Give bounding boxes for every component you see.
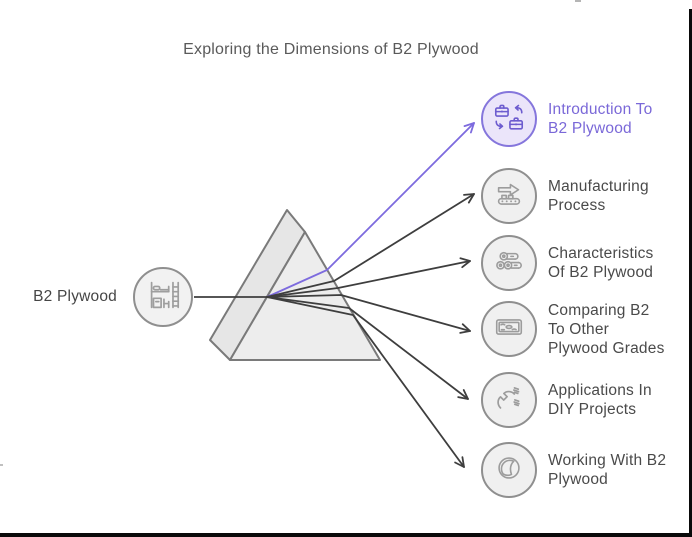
conveyor-arrow-icon (492, 177, 526, 216)
logs-icon (492, 244, 526, 283)
root-icon-circle (133, 267, 193, 327)
arrowhead (463, 122, 475, 134)
topic-label: Working With B2 Plywood (548, 452, 667, 488)
topic-label: Comparing B2 To Other Plywood Grades (548, 301, 665, 357)
topic-item-comparing: Comparing B2 To Other Plywood Grades (481, 300, 665, 358)
topic-icon-circle (481, 301, 537, 357)
ray-working (266, 296, 465, 468)
topic-label: Applications In DIY Projects (548, 382, 652, 418)
briefcase-swap-icon (492, 100, 526, 139)
ray-comparing (266, 294, 471, 334)
window-frame-right (689, 9, 692, 537)
topic-item-introduction: Introduction To B2 Plywood (481, 91, 652, 147)
topic-icon-circle (481, 372, 537, 428)
wrench-screws-icon (492, 381, 526, 420)
topic-icon-circle (481, 235, 537, 291)
wood-plank-icon (492, 310, 526, 349)
topic-item-applications: Applications In DIY Projects (481, 372, 652, 428)
page-title: Exploring the Dimensions of B2 Plywood (183, 41, 479, 58)
topic-icon-circle (481, 168, 537, 224)
topic-label: Introduction To B2 Plywood (548, 101, 653, 137)
frame-tick-top (575, 0, 581, 2)
arrowhead (454, 456, 465, 468)
topic-item-manufacturing: Manufacturing Process (481, 168, 649, 224)
window-frame-bottom (0, 533, 692, 537)
topic-item-characteristics: Characteristics Of B2 Plywood (481, 235, 654, 291)
arrowhead (459, 323, 471, 334)
arrowhead (463, 193, 475, 204)
ray-characteristics (266, 257, 471, 298)
ray-manufacturing (266, 193, 475, 298)
topic-icon-circle (481, 91, 537, 147)
frame-tick-left (0, 464, 3, 466)
topic-label: Characteristics Of B2 Plywood (548, 245, 654, 281)
arrowhead (459, 257, 471, 269)
ray-introduction (266, 122, 475, 298)
bunk-bed-icon (144, 276, 182, 319)
topic-label: Manufacturing Process (548, 178, 649, 214)
root-node: B2 Plywood (22, 267, 193, 327)
wood-disc-icon (492, 451, 526, 490)
topic-item-working: Working With B2 Plywood (481, 442, 666, 498)
ray-applications (266, 296, 469, 400)
topic-icon-circle (481, 442, 537, 498)
root-label: B2 Plywood (33, 288, 117, 305)
arrowhead (457, 389, 469, 400)
